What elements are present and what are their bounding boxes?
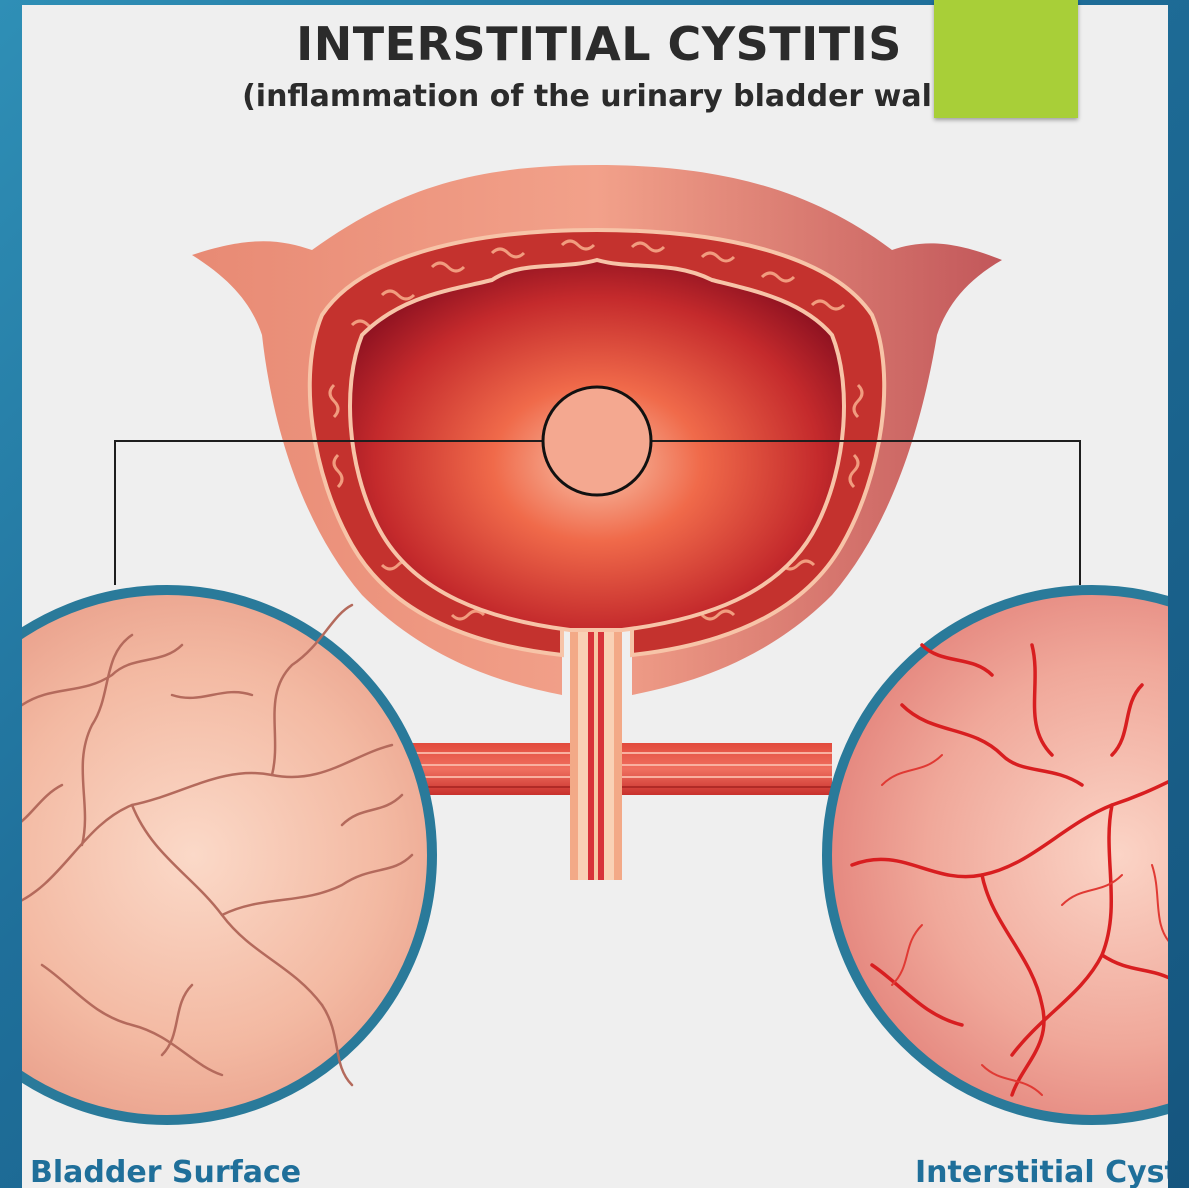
label-bladder-surface: Bladder Surface: [30, 1155, 301, 1188]
illustration-panel: INTERSTITIAL CYSTITIS (inflammation of t…: [22, 5, 1168, 1188]
label-interstitial-cystitis: Interstitial Cysti: [915, 1155, 1168, 1188]
magnify-target-circle: [543, 387, 651, 495]
accent-block: [934, 0, 1078, 118]
bladder-diagram: [22, 5, 1168, 1188]
left-zoom-circle: [22, 590, 432, 1120]
urethra: [570, 605, 622, 880]
right-zoom-circle: [827, 590, 1168, 1120]
